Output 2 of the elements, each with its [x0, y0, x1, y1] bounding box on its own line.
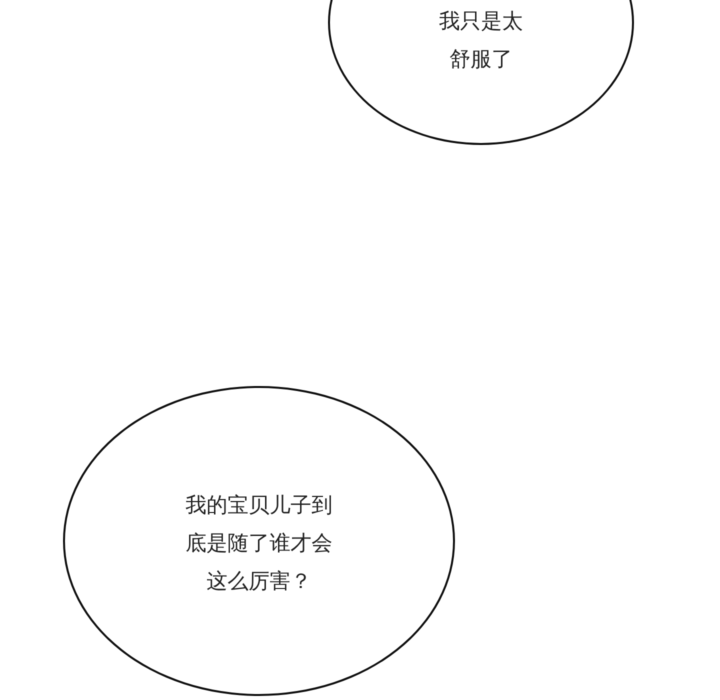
- dialogue-text: 我的宝贝儿子到底是随了谁才会这么厉害？: [184, 492, 334, 595]
- dialogue-text: 我只是太舒服了: [438, 8, 524, 73]
